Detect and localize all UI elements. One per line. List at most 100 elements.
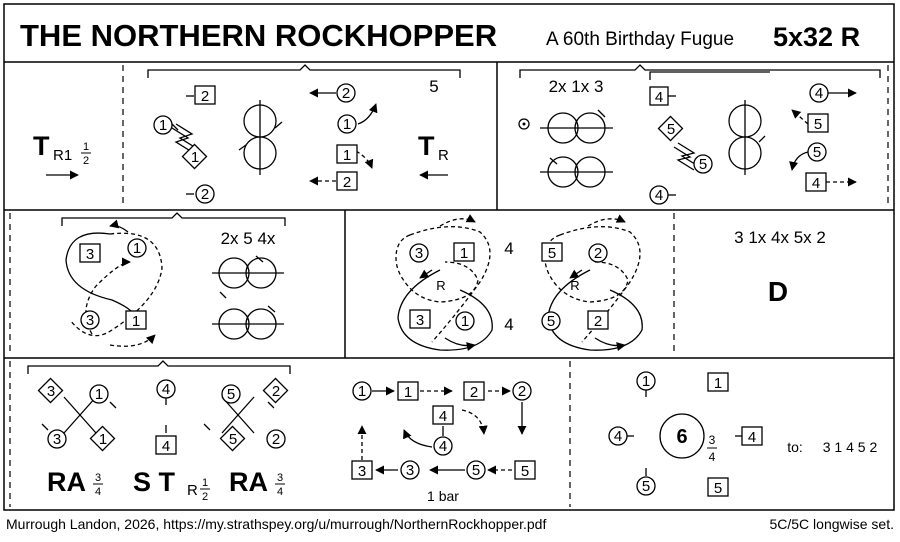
- svg-text:3: 3: [53, 431, 61, 448]
- svg-text:3: 3: [709, 433, 716, 447]
- cell-bars-17-24-lines: [27, 360, 291, 434]
- bars-13-16-dancers: 3 1 R 3 1 4 4 5 2 R 5 2: [409, 239, 609, 334]
- svg-text:1: 1: [404, 384, 412, 401]
- svg-text:3: 3: [406, 462, 414, 479]
- svg-text:4: 4: [709, 450, 716, 464]
- svg-text:3: 3: [86, 312, 94, 329]
- svg-text:4: 4: [812, 175, 820, 192]
- svg-text:R: R: [438, 147, 449, 164]
- svg-text:2: 2: [594, 245, 602, 262]
- svg-text:4: 4: [655, 89, 663, 106]
- dance-title: THE NORTHERN ROCKHOPPER: [20, 18, 497, 53]
- svg-text:2: 2: [342, 85, 350, 102]
- bars-d-cell: 3 1x 4x 5x 2 D: [734, 228, 826, 307]
- svg-text:1: 1: [460, 245, 468, 262]
- svg-text:1: 1: [358, 383, 366, 400]
- svg-text:2x 5 4x: 2x 5 4x: [221, 229, 276, 248]
- svg-text:3: 3: [277, 472, 283, 484]
- svg-text:1: 1: [461, 313, 469, 330]
- svg-text:5: 5: [547, 313, 555, 330]
- svg-text:4: 4: [439, 408, 447, 425]
- svg-text:2: 2: [201, 186, 209, 203]
- svg-text:R1: R1: [53, 147, 72, 164]
- svg-text:T: T: [418, 131, 435, 161]
- svg-text:5: 5: [699, 156, 707, 173]
- grid-lines: [3, 3, 895, 511]
- svg-text:4: 4: [504, 315, 513, 334]
- svg-text:2x 1x 3: 2x 1x 3: [549, 77, 604, 96]
- svg-text:1 bar: 1 bar: [427, 488, 459, 504]
- svg-text:to:: to:: [787, 439, 803, 455]
- svg-text:3 1x 4x 5x 2: 3 1x 4x 5x 2: [734, 228, 826, 247]
- cell-bars-29-32-lines: [627, 390, 742, 476]
- svg-text:4: 4: [162, 438, 170, 455]
- svg-text:4: 4: [655, 187, 663, 204]
- bars-25-28-dancers: 1 1 2 2 4 4 3 3 5 5 1 bar: [351, 381, 536, 504]
- svg-text:2: 2: [470, 384, 478, 401]
- svg-text:1: 1: [191, 149, 199, 166]
- svg-text:5: 5: [229, 431, 237, 448]
- dashed-dividers: [9, 65, 889, 507]
- svg-text:1: 1: [132, 313, 140, 330]
- svg-text:RA: RA: [47, 467, 86, 497]
- svg-text:2: 2: [272, 383, 280, 400]
- bars-29-32-dancers: 1 1 4 4 5 5 6 3 4 to: 3 1 4 5 2: [608, 371, 878, 497]
- svg-text:4: 4: [504, 239, 513, 258]
- dance-formation: 5x32 R: [773, 22, 860, 52]
- bars-9-12-dancers: 3 1 3 1 2x 5 4x: [79, 229, 276, 330]
- svg-text:5: 5: [429, 77, 438, 96]
- svg-text:5: 5: [642, 478, 650, 495]
- svg-text:4: 4: [815, 85, 823, 102]
- svg-text:T: T: [33, 131, 50, 161]
- cell-bars-1-8-lines: [147, 64, 461, 195]
- bars-5-8-dancers: 2x 1x 3 4 5 5 4 4 5 5 4: [518, 77, 829, 205]
- svg-text:3: 3: [358, 463, 366, 480]
- svg-text:4: 4: [277, 486, 283, 498]
- svg-text:R: R: [436, 278, 445, 293]
- svg-text:1: 1: [95, 386, 103, 403]
- svg-text:4: 4: [162, 381, 170, 398]
- svg-text:1: 1: [714, 375, 722, 392]
- cell-bars-13-16-lines: [395, 214, 643, 352]
- svg-text:R: R: [187, 482, 198, 499]
- svg-text:2: 2: [343, 174, 351, 191]
- svg-text:6: 6: [676, 426, 687, 448]
- dance-subtitle: A 60th Birthday Fugue: [546, 29, 734, 50]
- svg-text:1: 1: [343, 147, 351, 164]
- svg-text:2: 2: [202, 491, 208, 503]
- svg-text:3: 3: [416, 312, 424, 329]
- svg-text:4: 4: [748, 429, 756, 446]
- svg-text:R: R: [570, 278, 579, 293]
- bars-17-24-labels: RA 3 4 S T R 1 2 RA 3 4: [47, 467, 285, 503]
- svg-text:3: 3: [86, 246, 94, 263]
- svg-text:5: 5: [227, 386, 235, 403]
- svg-text:3: 3: [47, 383, 55, 400]
- svg-text:2: 2: [83, 155, 89, 167]
- svg-text:1: 1: [159, 117, 167, 134]
- bars-17-24-dancers: 3 1 3 1 4 4 5 2 5 2: [37, 377, 289, 455]
- turn-right-label: T R1 1 2: [33, 131, 91, 180]
- svg-text:5: 5: [813, 144, 821, 161]
- turn-right-label-2: T R: [418, 131, 449, 164]
- svg-text:2: 2: [518, 383, 526, 400]
- svg-text:D: D: [768, 276, 788, 307]
- svg-text:5: 5: [667, 121, 675, 138]
- footer-credit: Murrough Landon, 2026, https://my.strath…: [6, 516, 547, 532]
- svg-text:RA: RA: [229, 467, 268, 497]
- svg-text:1: 1: [202, 477, 208, 489]
- svg-text:1: 1: [343, 116, 351, 133]
- svg-text:4: 4: [439, 438, 447, 455]
- svg-text:2: 2: [201, 88, 209, 105]
- bars-1-8-dancers: 2 1 1 2 2 1 1 2 5: [153, 77, 439, 204]
- svg-text:3: 3: [95, 472, 101, 484]
- svg-text:2: 2: [272, 431, 280, 448]
- svg-text:5: 5: [714, 480, 722, 497]
- svg-text:2: 2: [594, 313, 602, 330]
- cell-bars-25-28-lines: [357, 386, 527, 475]
- svg-text:3 1 4 5 2: 3 1 4 5 2: [823, 439, 878, 455]
- svg-text:3: 3: [415, 245, 423, 262]
- svg-text:1: 1: [133, 240, 141, 257]
- svg-text:5: 5: [814, 116, 822, 133]
- svg-text:4: 4: [614, 428, 622, 445]
